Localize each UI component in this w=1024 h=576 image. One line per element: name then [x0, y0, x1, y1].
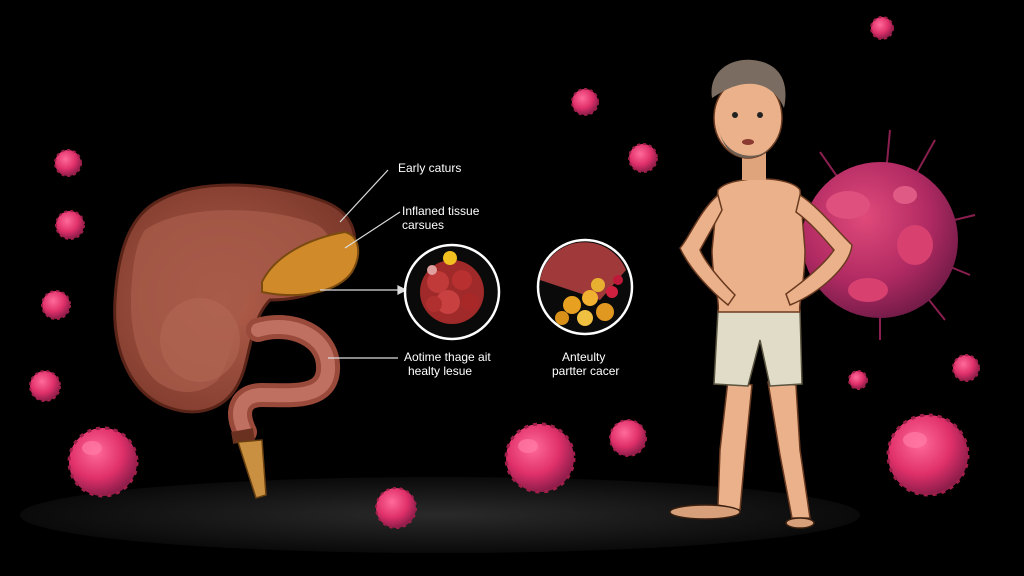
- early-cancer-label: Early caturs: [398, 161, 462, 175]
- virus-group: [29, 16, 980, 529]
- virus-icon: [848, 370, 868, 390]
- large-virus-icon: [802, 129, 976, 340]
- virus-icon: [952, 354, 980, 382]
- virus-icon: [55, 210, 85, 240]
- virus-icon: [870, 16, 894, 40]
- virus-icon: [67, 426, 139, 498]
- pointer-lines: [320, 169, 408, 359]
- virus-icon: [375, 487, 417, 529]
- virus-icon: [41, 290, 71, 320]
- man-figure: [669, 59, 853, 529]
- virus-icon: [504, 422, 576, 494]
- virus-icon: [609, 419, 647, 457]
- virus-icon: [886, 413, 970, 497]
- inflamed-tissue-label: Inflaned tissue carsues: [402, 204, 480, 232]
- virus-icon: [571, 88, 599, 116]
- stomach-illustration: [113, 183, 360, 499]
- virus-icon: [54, 149, 82, 177]
- cancer-cells-magnifier: [536, 238, 634, 336]
- healthy-tissue-label: Aotime thage ait healty lesue: [404, 350, 491, 378]
- inflamed-tissue-region: [261, 230, 360, 297]
- cancer-label: Anteulty partter cacer: [552, 350, 620, 378]
- virus-icon: [628, 143, 658, 173]
- virus-icon: [29, 370, 61, 402]
- floor-shadow: [20, 477, 860, 553]
- inflamed-cells-magnifier: [403, 243, 501, 341]
